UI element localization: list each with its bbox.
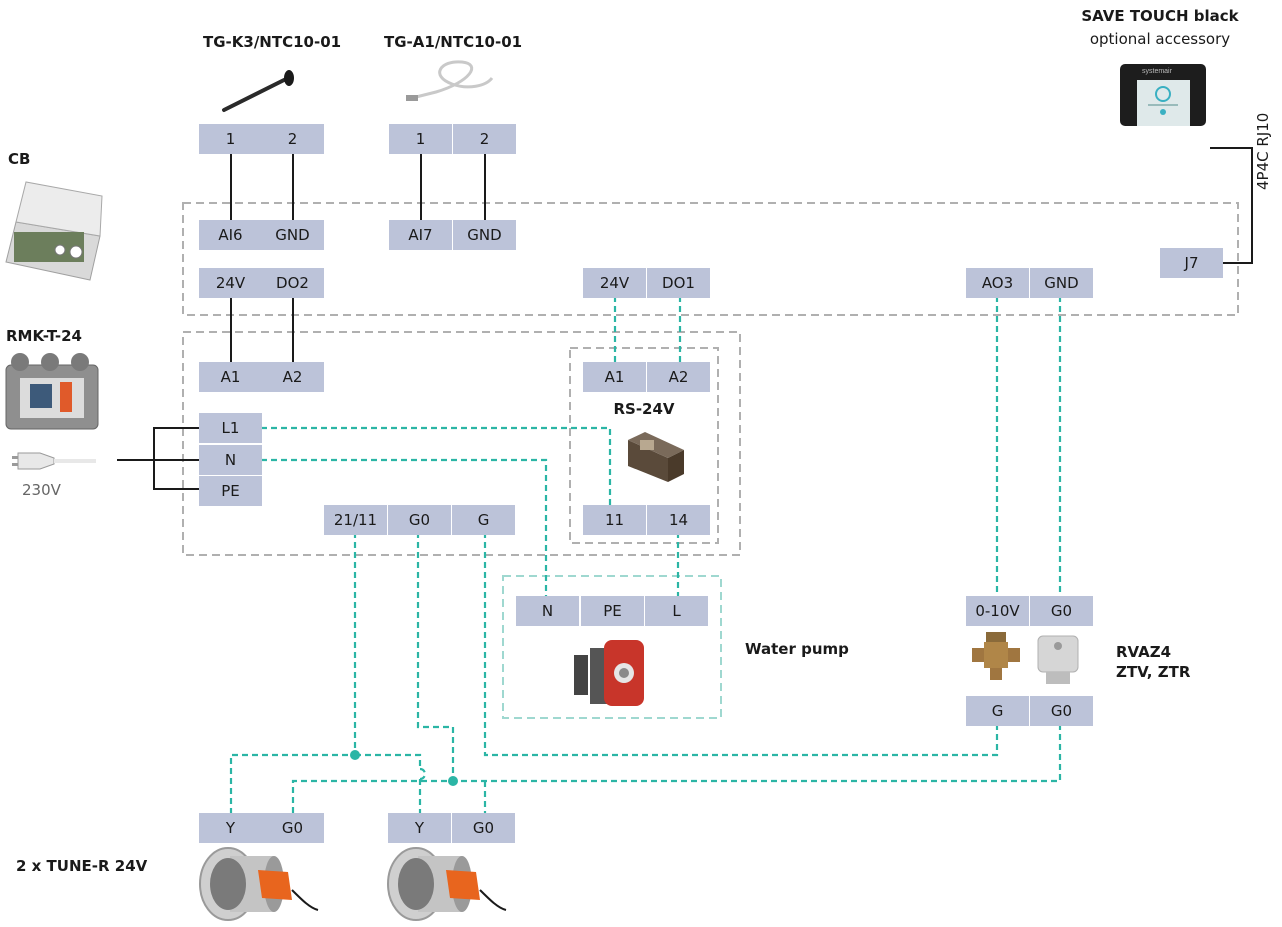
terminal-24v: 24V [583, 268, 646, 298]
rs24v-label: RS-24V [613, 400, 675, 418]
terminal-y: Y [199, 813, 262, 843]
water-pump-frame [502, 575, 722, 719]
rmk-box-image [5, 353, 99, 430]
tune-damper-image [199, 847, 319, 921]
valve-image [972, 632, 1020, 680]
terminal-24v: 24V [199, 268, 262, 298]
save-touch-subtitle: optional accessory [1089, 30, 1231, 48]
water-pump-image [574, 640, 644, 706]
tgk3-label: TG-K3/NTC10-01 [203, 33, 342, 51]
terminal-tga1-2: 2 [453, 124, 516, 154]
terminal-l1: L1 [199, 413, 262, 443]
terminal-ao3: AO3 [966, 268, 1029, 298]
terminal-j7: J7 [1160, 248, 1223, 278]
terminal-gnd: GND [1030, 268, 1093, 298]
rvaz4-label: RVAZ4 [1116, 643, 1172, 661]
terminal-n: N [199, 445, 262, 475]
save-touch-panel-image: systemair [1120, 64, 1206, 126]
terminal-g0: G0 [261, 813, 324, 843]
terminal-a1: A1 [199, 362, 262, 392]
v230-label: 230V [22, 481, 61, 499]
terminal-g0: G0 [388, 505, 451, 535]
terminal-0-10v: 0-10V [966, 596, 1029, 626]
terminal-gnd: GND [261, 220, 324, 250]
terminal-g: G [452, 505, 515, 535]
terminal-a2: A2 [647, 362, 710, 392]
rmk-enclosure-frame [182, 331, 741, 556]
tune-r-label: 2 x TUNE-R 24V [16, 857, 148, 875]
terminal-11: 11 [583, 505, 646, 535]
terminal-pe: PE [199, 476, 262, 506]
water-pump-label: Water pump [745, 640, 849, 658]
tgk3-probe-image [222, 70, 294, 112]
terminal-g0: G0 [452, 813, 515, 843]
relay-image [628, 432, 684, 482]
cb-box-image [5, 181, 103, 281]
terminal-pump-pe: PE [581, 596, 644, 626]
plug-image [12, 452, 96, 470]
terminal-gnd: GND [453, 220, 516, 250]
tga1-sensor-image [406, 60, 494, 101]
terminal-ai7: AI7 [389, 220, 452, 250]
save-touch-title: SAVE TOUCH black [1081, 7, 1239, 25]
field-wires [229, 296, 1062, 815]
rmk-label: RMK-T-24 [6, 327, 82, 345]
terminal-g: G [966, 696, 1029, 726]
terminal-do1: DO1 [647, 268, 710, 298]
controller-enclosure-frame [182, 202, 1239, 316]
terminal-g0: G0 [1030, 596, 1093, 626]
device-brand: systemair [1142, 68, 1173, 75]
terminal-tga1-1: 1 [389, 124, 452, 154]
control-wires [117, 147, 1253, 490]
actuator-image [1037, 635, 1079, 684]
terminal-a1: A1 [583, 362, 646, 392]
terminal-a2: A2 [261, 362, 324, 392]
ztv-ztr-label: ZTV, ZTR [1116, 663, 1191, 681]
junction-dot [448, 776, 458, 786]
cb-label: CB [8, 150, 31, 168]
terminal-pump-n: N [516, 596, 579, 626]
terminal-pump-l: L [645, 596, 708, 626]
terminal-ai6: AI6 [199, 220, 262, 250]
terminal-14: 14 [647, 505, 710, 535]
terminal-21-11: 21/11 [324, 505, 387, 535]
tga1-label: TG-A1/NTC10-01 [384, 33, 523, 51]
junction-dot [350, 750, 360, 760]
terminal-tgk3-2: 2 [261, 124, 324, 154]
rj10-label: 4P4C RJ10 [1254, 113, 1272, 190]
tune-damper-image [387, 847, 507, 921]
terminal-tgk3-1: 1 [199, 124, 262, 154]
terminal-y: Y [388, 813, 451, 843]
rs24v-enclosure-frame [569, 347, 719, 544]
terminal-g0: G0 [1030, 696, 1093, 726]
terminal-do2: DO2 [261, 268, 324, 298]
